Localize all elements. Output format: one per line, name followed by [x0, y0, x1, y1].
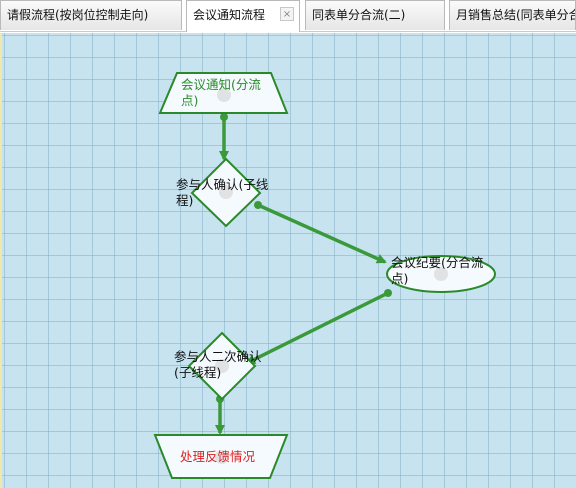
edge-handle[interactable]: [254, 201, 262, 209]
edge-handle[interactable]: [220, 113, 228, 121]
node-port: [434, 267, 448, 281]
confirm1-node-label: 参与人确认(子线程): [176, 177, 269, 208]
node-port: [217, 88, 231, 102]
node-port: [215, 359, 229, 373]
close-icon[interactable]: ×: [280, 7, 294, 21]
edge-handle[interactable]: [384, 289, 392, 297]
tab-label: 同表单分合流(二): [312, 8, 406, 22]
workflow-diagram: [153, 72, 496, 479]
tab-bar: 请假流程(按岗位控制走向) 会议通知流程 × 同表单分合流(二) 月销售总结(同…: [0, 0, 576, 32]
workflow-canvas[interactable]: 会议通知(分流点) 参与人确认(子线程) 会议纪要(分合流点) 参与人二次确认(…: [0, 33, 576, 488]
end-node-label: 处理反馈情况: [180, 449, 256, 464]
start-node-label: 会议通知(分流点): [181, 77, 261, 108]
tab-label: 请假流程(按岗位控制走向): [7, 8, 149, 22]
edge-minutes-to-confirm2[interactable]: [245, 291, 389, 365]
confirm2-node-label: 参与人二次确认(子线程): [174, 349, 262, 380]
node-port: [215, 450, 229, 464]
edge-confirm1-to-minutes[interactable]: [257, 203, 387, 264]
tab-monthly-sales[interactable]: 月销售总结(同表单分合: [449, 0, 576, 30]
tab-label: 会议通知流程: [193, 8, 266, 22]
node-port: [219, 185, 233, 199]
tab-label: 月销售总结(同表单分合: [456, 8, 576, 22]
tab-same-form-merge[interactable]: 同表单分合流(二): [305, 0, 445, 30]
tab-leave-process[interactable]: 请假流程(按岗位控制走向): [0, 0, 182, 30]
tab-meeting-notice[interactable]: 会议通知流程 ×: [186, 0, 300, 32]
minutes-node-label: 会议纪要(分合流点): [391, 255, 484, 286]
